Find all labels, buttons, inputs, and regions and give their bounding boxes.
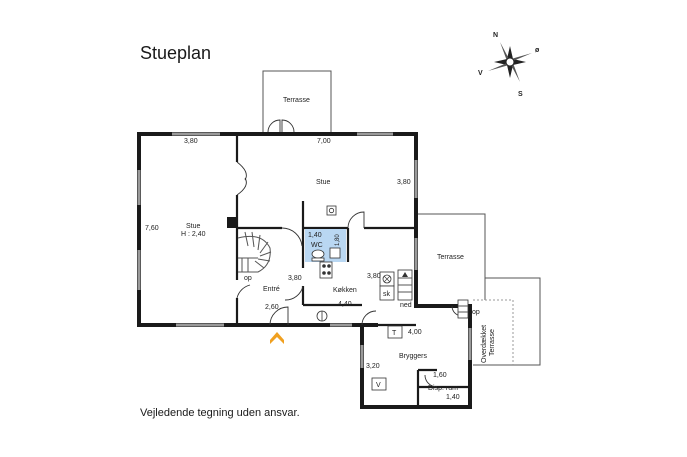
dim-kokken-width: 4,40	[338, 301, 352, 308]
washer-label: V	[376, 382, 381, 389]
stairs-down-label: ned	[400, 302, 412, 309]
toilet-icon	[311, 249, 325, 262]
interior-walls	[235, 134, 470, 407]
compass-o: ø	[535, 47, 540, 54]
entrance-arrow-icon	[270, 332, 284, 344]
wc-depth-dim: 1,80	[335, 234, 341, 246]
terrace-steps	[457, 299, 469, 319]
stairs-up-label: op	[244, 275, 252, 282]
wc-label: WC	[311, 242, 323, 249]
dim-entre: 3,80	[288, 275, 302, 282]
dim-stue-left-width: 3,80	[184, 138, 198, 145]
plan-title: Stueplan	[140, 43, 211, 63]
terrace-steps-label: op	[472, 309, 480, 316]
dryer-icon	[387, 325, 403, 339]
covered-terrace-line1: Overdækket	[481, 325, 488, 363]
compass-s: S	[518, 91, 523, 98]
sink-icon	[326, 205, 337, 216]
door-swings	[236, 161, 463, 388]
stove-icon	[319, 261, 333, 279]
terrace-right	[417, 213, 541, 366]
dim-entre-width: 2,60	[265, 304, 279, 311]
washer-icon	[371, 377, 387, 391]
cabinet-sk-label: sk	[383, 291, 391, 298]
windows	[137, 132, 472, 368]
bryggers-label: Bryggers	[399, 353, 428, 360]
stue-left-height: H : 2,40	[181, 231, 206, 238]
dim-kokken-depth: 3,80	[367, 273, 381, 280]
dim-disp-width: 1,60	[433, 372, 447, 379]
dryer-label: T	[392, 330, 397, 337]
compass-rose-icon	[488, 42, 532, 82]
dim-bryggers-width: 4,00	[408, 329, 422, 336]
compass-v: V	[478, 70, 483, 77]
wc-basin-icon	[329, 247, 341, 259]
disclaimer-text: Vejledende tegning uden ansvar.	[140, 407, 300, 419]
chimney	[227, 217, 237, 228]
cabinet-sk	[379, 285, 395, 301]
stue-left-label: Stue	[186, 223, 201, 230]
stairs-down	[397, 269, 413, 301]
exterior-walls	[137, 132, 472, 409]
wc-width-dim: 1,40	[308, 232, 322, 239]
dim-stue-left-depth: 7,60	[145, 225, 159, 232]
stue-main-label: Stue	[316, 179, 331, 186]
dim-stue-width: 7,00	[317, 138, 331, 145]
entre-label: Entré	[263, 286, 280, 293]
terrace-top	[262, 70, 332, 133]
kokken-label: Køkken	[333, 287, 357, 294]
dim-bryggers-depth: 3,20	[366, 363, 380, 370]
drain-icon	[316, 310, 328, 322]
terrace-right-label: Terrasse	[437, 254, 464, 261]
dim-stue-depth: 3,80	[397, 179, 411, 186]
extractor-fan-icon	[379, 271, 395, 287]
staircase	[237, 231, 272, 273]
terrace-top-label: Terrasse	[283, 97, 310, 104]
covered-terrace-line2: Terrasse	[489, 329, 496, 356]
dim-disp-depth: 1,40	[446, 394, 460, 401]
disp-rum-label: Disp. rum	[428, 385, 458, 392]
compass-n: N	[493, 32, 498, 39]
